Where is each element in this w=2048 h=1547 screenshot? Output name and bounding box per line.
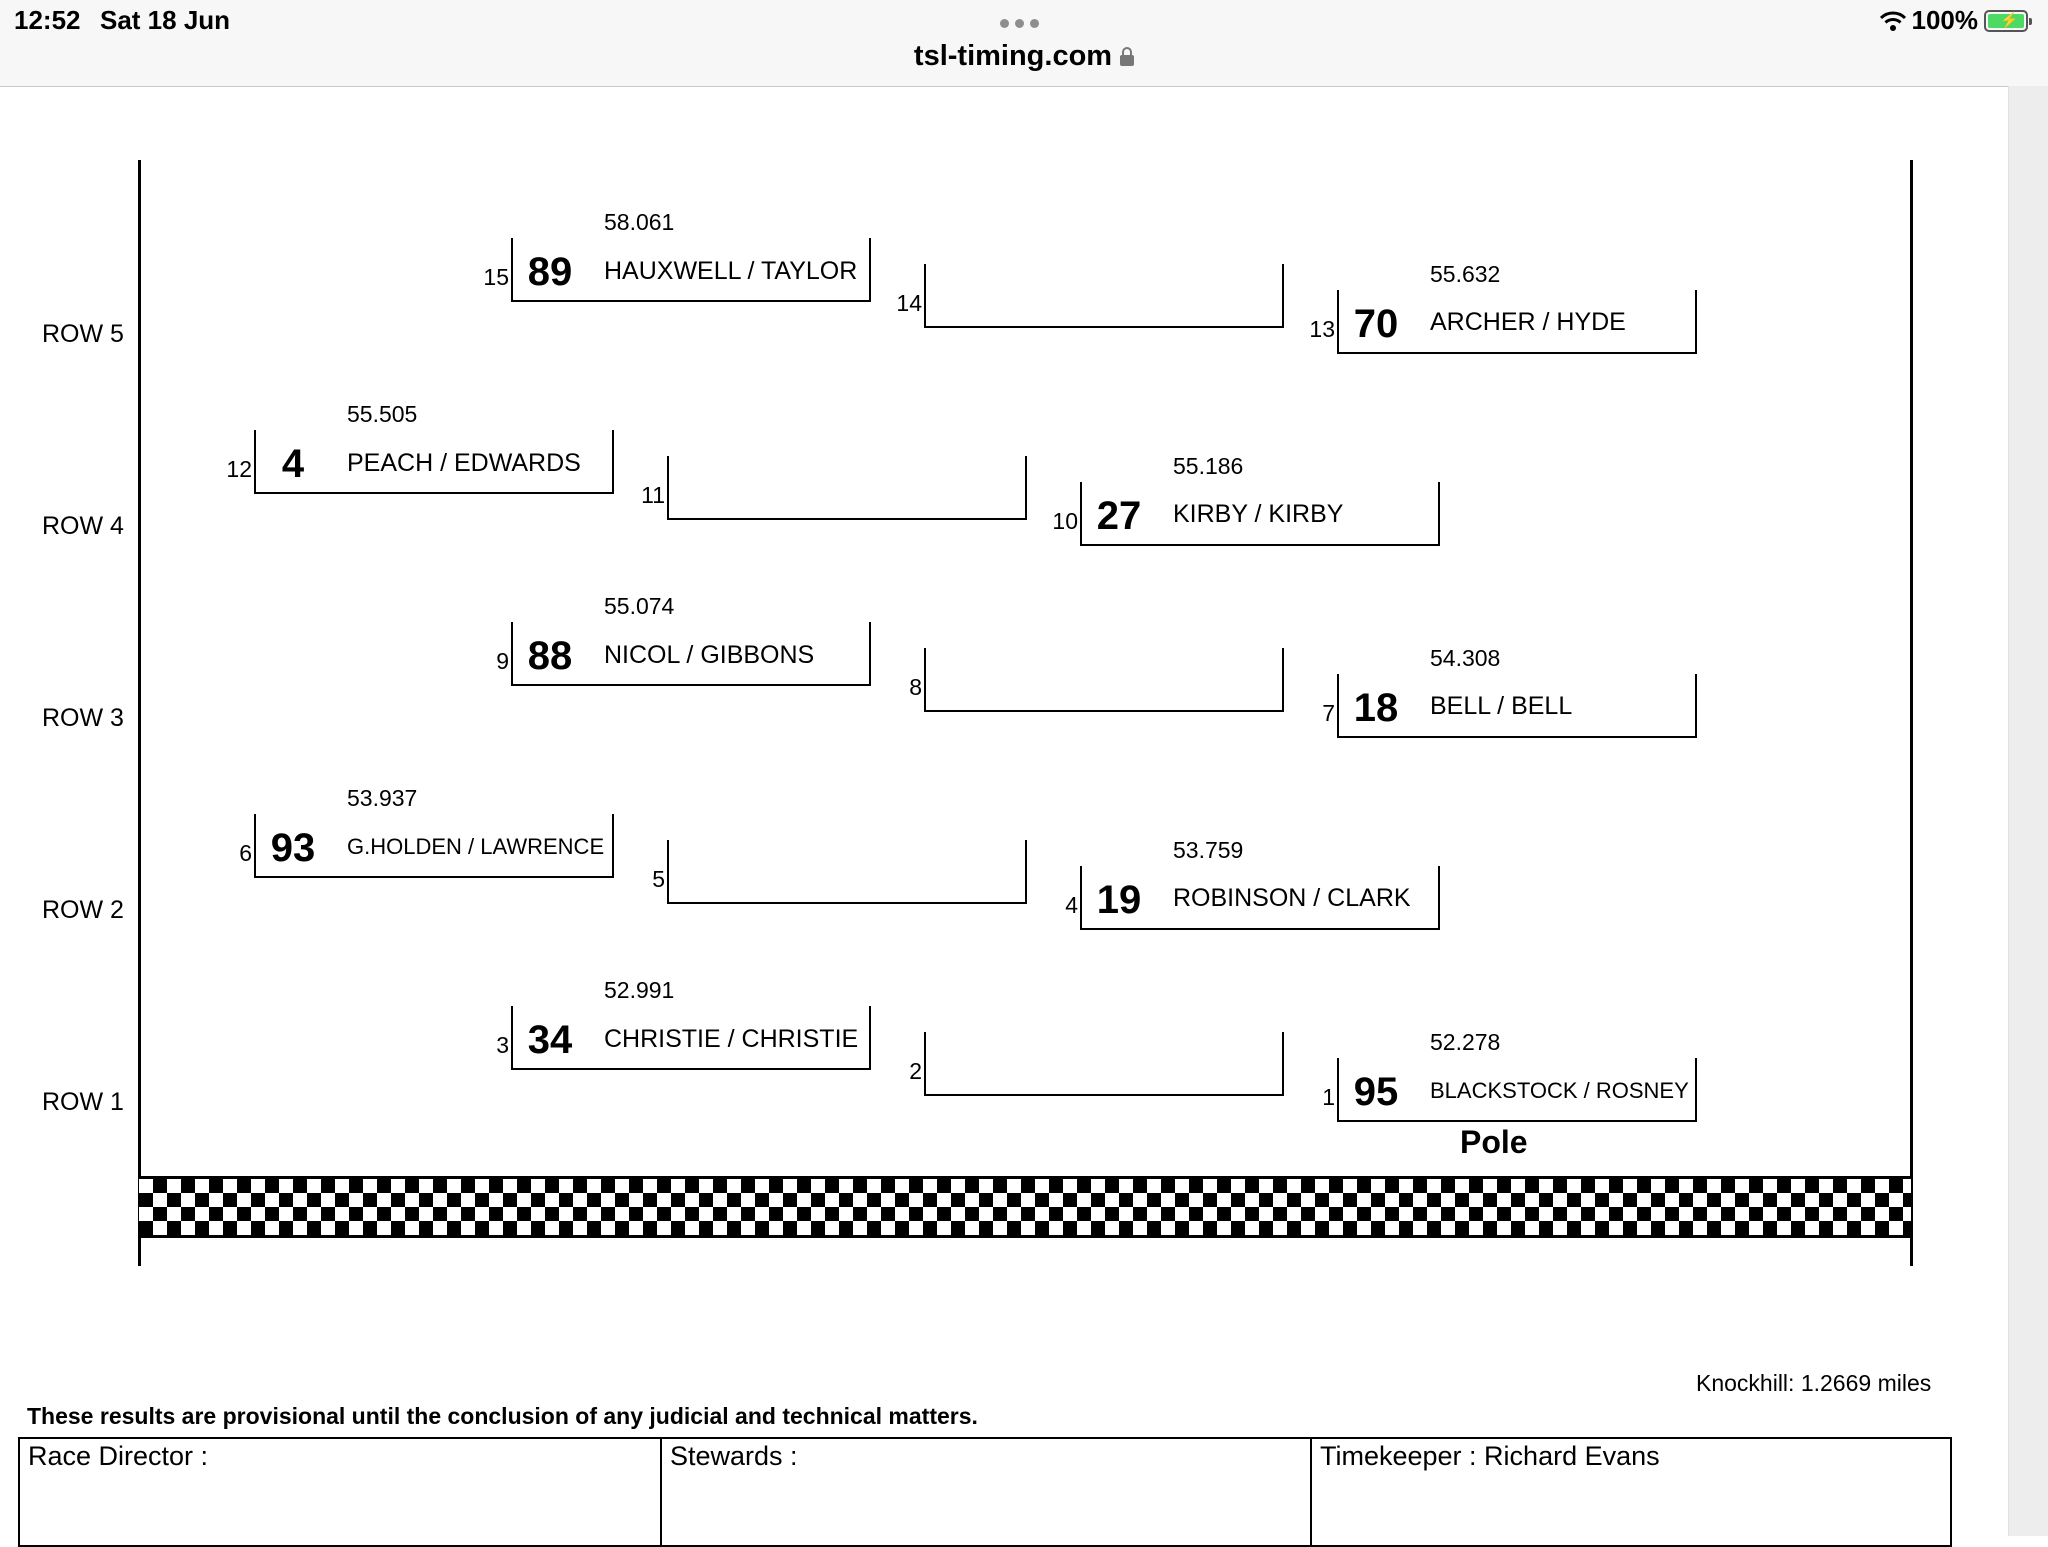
driver-names: ROBINSON / CLARK bbox=[1173, 884, 1411, 912]
row-label: ROW 2 bbox=[42, 896, 124, 924]
qualifying-time: 53.937 bbox=[347, 785, 418, 811]
page-scrollbar[interactable] bbox=[2008, 86, 2048, 1536]
lock-icon bbox=[1120, 47, 1135, 66]
grid-slot bbox=[254, 814, 614, 878]
grid-slot bbox=[1080, 866, 1440, 930]
grid-position: 6 bbox=[239, 840, 252, 866]
driver-names: G.HOLDEN / LAWRENCE bbox=[347, 834, 605, 859]
stewards-cell: Stewards : bbox=[662, 1439, 1312, 1545]
battery-percent: 100% bbox=[1911, 5, 1979, 35]
car-number: 70 bbox=[1353, 302, 1399, 346]
grid-position: 12 bbox=[226, 456, 252, 482]
circuit-info: Knockhill: 1.2669 miles bbox=[1696, 1370, 1932, 1396]
grid-slot-empty bbox=[667, 840, 1027, 904]
race-director-cell: Race Director : bbox=[20, 1439, 662, 1545]
address-bar[interactable]: tsl-timing.com bbox=[0, 40, 2048, 73]
grid-slot-pole bbox=[1337, 1058, 1697, 1122]
row-label: ROW 5 bbox=[42, 320, 124, 348]
car-number: 34 bbox=[527, 1018, 573, 1062]
clock: 12:52 bbox=[14, 5, 81, 35]
qualifying-time: 55.074 bbox=[604, 593, 675, 619]
car-number: 19 bbox=[1096, 878, 1142, 922]
grid-position: 11 bbox=[641, 482, 665, 508]
driver-names: CHRISTIE / CHRISTIE bbox=[604, 1025, 859, 1053]
grid-slot bbox=[511, 1006, 871, 1070]
driver-names: PEACH / EDWARDS bbox=[347, 449, 581, 477]
grid-slot bbox=[1337, 674, 1697, 738]
qualifying-time: 55.186 bbox=[1173, 453, 1244, 479]
grid-position: 4 bbox=[1065, 892, 1078, 918]
signature-table: Race Director : Stewards : Timekeeper : … bbox=[18, 1437, 1952, 1547]
row-label: ROW 1 bbox=[42, 1088, 124, 1116]
qualifying-time: 55.505 bbox=[347, 401, 418, 427]
car-number: 89 bbox=[527, 250, 573, 294]
grid-slot-empty bbox=[924, 264, 1284, 328]
car-number: 27 bbox=[1096, 494, 1142, 538]
qualifying-time: 54.308 bbox=[1430, 645, 1501, 671]
grid-position: 15 bbox=[483, 264, 509, 290]
grid-slot-empty bbox=[924, 1032, 1284, 1096]
grid-slot bbox=[511, 622, 871, 686]
url-text: tsl-timing.com bbox=[913, 40, 1113, 72]
browser-status-bar: 12:52 Sat 18 Jun tsl-timing.com 100% ⚡ bbox=[0, 0, 2048, 87]
driver-names: KIRBY / KIRBY bbox=[1173, 500, 1344, 528]
grid-position: 1 bbox=[1322, 1084, 1335, 1110]
chequered-flag-line bbox=[139, 1176, 1911, 1238]
grid-position: 2 bbox=[909, 1058, 922, 1084]
driver-names: HAUXWELL / TAYLOR bbox=[604, 257, 858, 285]
grid-position: 10 bbox=[1052, 508, 1078, 534]
grid-position: 9 bbox=[496, 648, 509, 674]
grid-position: 5 bbox=[652, 866, 665, 892]
grid-slot-empty bbox=[667, 456, 1027, 520]
more-dots-icon[interactable] bbox=[1000, 19, 1039, 28]
pole-label: Pole bbox=[1460, 1124, 1528, 1160]
driver-names: NICOL / GIBBONS bbox=[604, 641, 815, 669]
provisional-note: These results are provisional until the … bbox=[27, 1403, 978, 1429]
wifi-icon bbox=[1879, 11, 1906, 31]
grid-position: 3 bbox=[496, 1032, 509, 1058]
grid-position: 13 bbox=[1309, 316, 1335, 342]
driver-names: BLACKSTOCK / ROSNEY bbox=[1430, 1078, 1689, 1103]
qualifying-time: 58.061 bbox=[604, 209, 675, 235]
car-number: 88 bbox=[527, 634, 573, 678]
grid-slot bbox=[254, 430, 614, 494]
row-label: ROW 3 bbox=[42, 704, 124, 732]
battery-icon: ⚡ bbox=[1984, 9, 2032, 32]
qualifying-time: 52.278 bbox=[1430, 1029, 1501, 1055]
grid-left-border bbox=[138, 160, 141, 1266]
qualifying-time: 52.991 bbox=[604, 977, 675, 1003]
grid-slot bbox=[1080, 482, 1440, 546]
grid-position: 8 bbox=[909, 674, 922, 700]
car-number: 95 bbox=[1353, 1070, 1399, 1114]
qualifying-time: 53.759 bbox=[1173, 837, 1244, 863]
driver-names: ARCHER / HYDE bbox=[1430, 308, 1626, 336]
grid-position: 14 bbox=[896, 290, 922, 316]
car-number: 93 bbox=[270, 826, 316, 870]
grid-right-border bbox=[1910, 160, 1913, 1266]
driver-names: BELL / BELL bbox=[1430, 692, 1573, 720]
timekeeper-cell: Timekeeper : Richard Evans bbox=[1320, 1441, 1660, 1471]
date: Sat 18 Jun bbox=[100, 5, 231, 35]
grid-slot bbox=[1337, 290, 1697, 354]
system-indicators: 100% ⚡ bbox=[1879, 5, 2032, 36]
grid-slot-empty bbox=[924, 648, 1284, 712]
qualifying-time: 55.632 bbox=[1430, 261, 1501, 287]
row-label: ROW 4 bbox=[42, 512, 124, 540]
grid-slot bbox=[511, 238, 871, 302]
car-number: 4 bbox=[281, 442, 305, 486]
car-number: 18 bbox=[1353, 686, 1399, 730]
grid-position: 7 bbox=[1322, 700, 1335, 726]
